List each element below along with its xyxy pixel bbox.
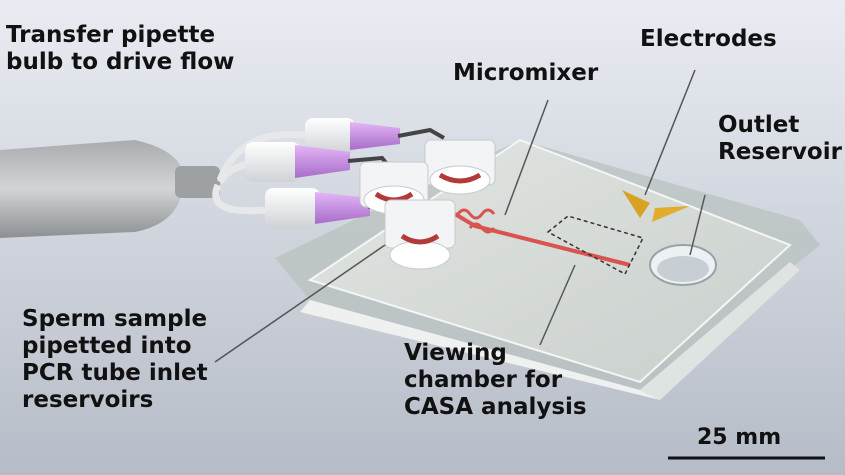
tubing-3: [212, 183, 266, 215]
tubing-1: [216, 128, 331, 182]
pcr-tube-3: [384, 199, 456, 270]
pipette-bulb-label: Transfer pipette bulb to drive flow: [6, 22, 235, 75]
electrode-right: [652, 206, 690, 222]
viewing-chamber-label: Viewing chamber for CASA analysis: [404, 340, 587, 420]
electrodes-label: Electrodes: [640, 26, 777, 52]
electrodes-callout: [644, 69, 696, 196]
sperm-sample-callout: [214, 244, 386, 363]
viewing-chamber-callout: [539, 264, 576, 346]
outlet-callout: [689, 194, 706, 256]
micromixer-callout: [504, 99, 549, 216]
micromixer-label: Micromixer: [453, 60, 599, 86]
pipette-bulb-neck: [175, 166, 220, 198]
electrode-left: [622, 190, 650, 218]
glass-slide-side-edge: [640, 262, 800, 400]
pipette-bulb: [0, 140, 180, 238]
micromixer-structure-2: [468, 222, 496, 234]
connector-middle: [245, 142, 394, 182]
sperm-sample-label: Sperm sample pipetted into PCR tube inle…: [22, 306, 208, 413]
microchannel: [453, 212, 631, 267]
connector-top: [305, 118, 445, 154]
outlet-reservoir-label: Outlet Reservoir: [718, 112, 842, 165]
scale-bar-label: 25 mm: [697, 425, 782, 450]
pcr-tube-1: [424, 139, 496, 195]
micromixer-structure: [456, 208, 496, 220]
glass-slide-edge: [300, 300, 660, 400]
viewing-chamber-outline: [546, 215, 645, 276]
outlet-reservoir-inner: [657, 256, 709, 282]
